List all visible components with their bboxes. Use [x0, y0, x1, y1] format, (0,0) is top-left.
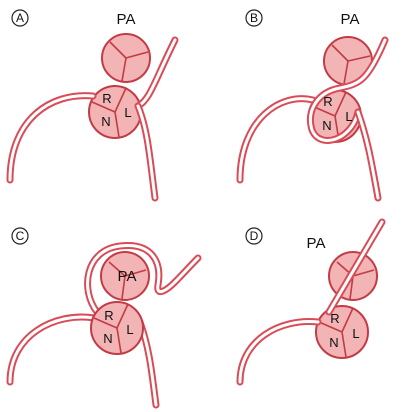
- panel-c-cusp-n: N: [103, 331, 112, 346]
- panel-d-letter: D: [250, 229, 259, 243]
- panel-c-aortic-valve: [91, 302, 143, 354]
- panel-a: A PA R L N: [10, 10, 175, 198]
- panel-d: D PA R L N: [240, 222, 382, 382]
- panel-b-cusp-l: L: [345, 109, 352, 124]
- panel-a-cusp-n: N: [101, 114, 110, 129]
- panel-a-pa-label: PA: [117, 11, 136, 28]
- panel-c-cusp-r: R: [104, 308, 113, 323]
- panel-a-letter: A: [16, 11, 24, 25]
- panel-d-cusp-r: R: [330, 311, 339, 326]
- panel-a-aortic-valve: [89, 86, 141, 138]
- panel-c-pa-label: PA: [118, 268, 137, 285]
- panel-b-pa-label: PA: [341, 11, 360, 28]
- panel-d-cusp-l: L: [352, 326, 359, 341]
- panel-c-badge: C: [12, 228, 28, 244]
- panel-b-cusp-r: R: [323, 94, 332, 109]
- panel-b: B PA R L N: [240, 10, 385, 198]
- panel-b-cusp-n: N: [322, 118, 331, 133]
- panel-d-aortic-valve: [316, 306, 368, 358]
- panel-d-cusp-n: N: [329, 335, 338, 350]
- panel-c-cusp-l: L: [126, 322, 133, 337]
- panel-a-pulmonary-valve: [102, 34, 150, 82]
- panel-a-cusp-l: L: [124, 105, 131, 120]
- panel-d-badge: D: [246, 228, 262, 244]
- panel-c: C PA R L N: [10, 228, 198, 405]
- panel-b-badge: B: [246, 10, 262, 26]
- panel-b-letter: B: [250, 11, 258, 25]
- panel-d-pa-label: PA: [307, 235, 326, 252]
- panel-a-badge: A: [12, 10, 28, 26]
- panel-c-letter: C: [16, 229, 25, 243]
- panel-a-cusp-r: R: [102, 91, 111, 106]
